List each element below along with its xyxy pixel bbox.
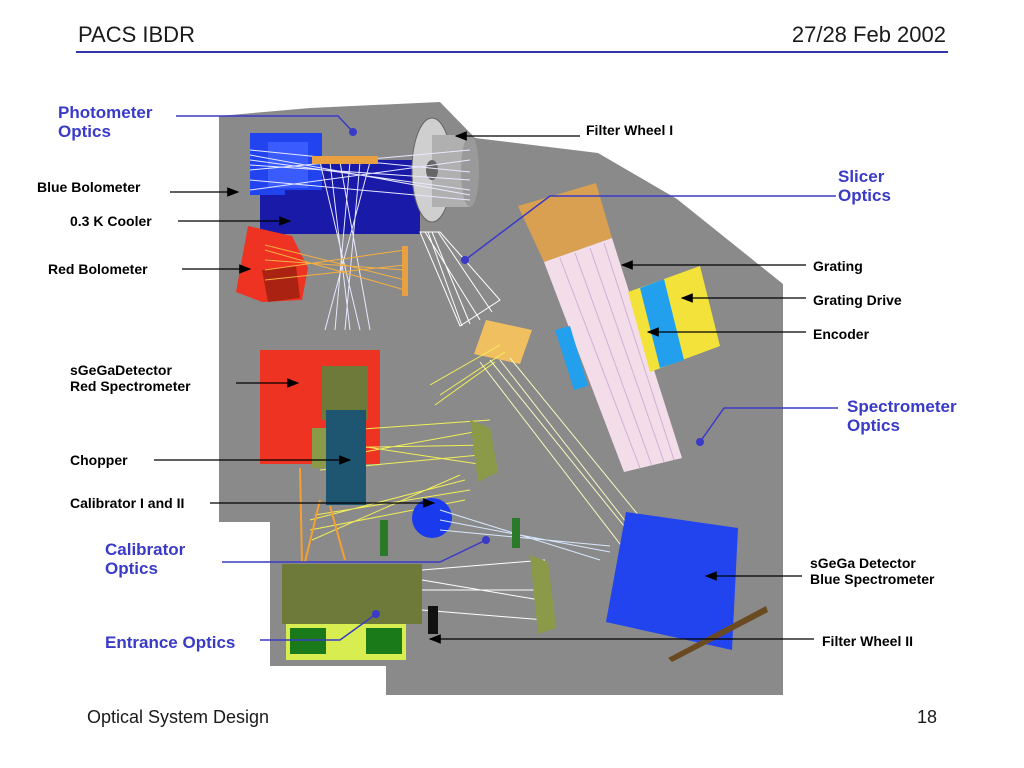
label-sgega-blue-line2: Blue Spectrometer <box>810 571 935 587</box>
pointer-arrows <box>154 131 814 644</box>
entrance-beams <box>299 467 346 563</box>
header-title: PACS IBDR <box>78 22 195 47</box>
label-slicer-optics-line1: Slicer <box>838 167 885 186</box>
label-blue-bolometer: Blue Bolometer <box>37 179 141 195</box>
label-spectrometer-optics: Spectrometer Optics <box>847 397 957 435</box>
label-spectrometer-optics-line1: Spectrometer <box>847 397 957 416</box>
entrance-optics <box>282 555 556 660</box>
grating-drive <box>555 266 720 390</box>
footer-title: Optical System Design <box>87 707 270 727</box>
spectrometer-beams <box>309 344 721 636</box>
callout-lines <box>176 115 838 641</box>
header-date: 27/28 Feb 2002 <box>791 22 946 47</box>
label-encoder: Encoder <box>813 326 870 342</box>
label-slicer-optics-line2: Optics <box>838 186 891 205</box>
label-sgega-blue: sGeGa Detector Blue Spectrometer <box>810 555 934 587</box>
label-photometer-optics: Photometer Optics <box>58 103 152 141</box>
label-entrance-optics: Entrance Optics <box>105 633 236 652</box>
label-sgega-blue-line1: sGeGa Detector <box>810 555 916 571</box>
callout-dots <box>349 128 704 618</box>
page-number: 18 <box>917 707 938 727</box>
header-rule <box>76 51 948 53</box>
label-grating: Grating <box>813 258 863 274</box>
label-cooler: 0.3 K Cooler <box>70 213 152 229</box>
label-calibrator-optics-line1: Calibrator <box>105 540 186 559</box>
label-calibrator: Calibrator I and II <box>70 495 185 511</box>
label-red-bolometer: Red Bolometer <box>48 261 148 277</box>
label-photometer-optics-line2: Optics <box>58 122 111 141</box>
label-calibrator-optics: Calibrator Optics <box>105 540 185 578</box>
label-slicer-optics: Slicer Optics <box>838 167 891 205</box>
label-sgega-red: sGeGaDetector Red Spectrometer <box>70 362 191 394</box>
photometer-beams <box>249 149 471 331</box>
label-sgega-red-line1: sGeGaDetector <box>70 362 172 378</box>
label-photometer-optics-line1: Photometer <box>58 103 153 122</box>
slicer-optics <box>419 231 532 364</box>
label-calibrator-optics-line2: Optics <box>105 559 158 578</box>
label-grating-drive: Grating Drive <box>813 292 902 308</box>
blue-spectrometer-detector <box>606 512 768 662</box>
calibrator <box>380 498 611 561</box>
red-bolometer <box>236 226 308 302</box>
label-sgega-red-line2: Red Spectrometer <box>70 378 191 394</box>
label-filter-wheel-2: Filter Wheel II <box>822 633 914 649</box>
label-filter-wheel-1: Filter Wheel I <box>586 122 674 138</box>
label-chopper: Chopper <box>70 452 128 468</box>
label-spectrometer-optics-line2: Optics <box>847 416 900 435</box>
